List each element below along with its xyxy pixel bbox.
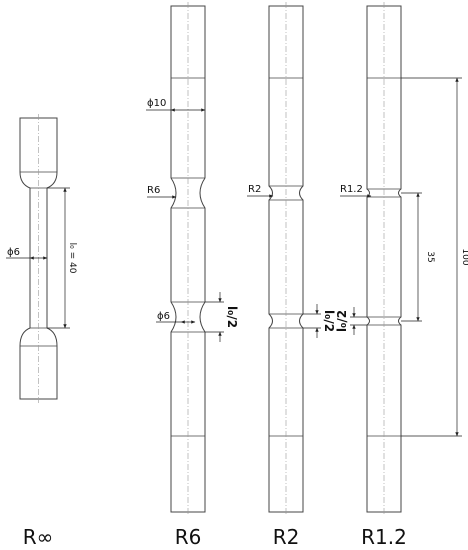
r6-radius-label: R6	[147, 185, 160, 196]
r6-diameter6-label: ϕ6	[157, 311, 170, 322]
r12-dim-100-label: 100	[460, 248, 468, 265]
r12-half-gauge-label: l₀/2	[335, 310, 349, 332]
specimen-r6: ϕ10 R6 ϕ6 l₀/2	[146, 2, 239, 516]
caption-r12: R1.2	[361, 525, 407, 549]
r2-radius-label: R2	[248, 184, 261, 195]
caption-r2: R2	[273, 525, 300, 549]
specimen-r2: R2 l₀/2	[247, 2, 336, 516]
caption-rinf: R∞	[23, 525, 54, 549]
specimen-rinf: ϕ6 l₀ = 40	[6, 114, 77, 403]
specimen-r12: R1.2 l₀/2 35 100	[335, 2, 468, 516]
r12-radius-label: R1.2	[340, 184, 363, 195]
r12-dim-35-label: 35	[425, 251, 435, 262]
r6-diameter10-label: ϕ10	[147, 98, 166, 109]
rinf-diameter-label: ϕ6	[7, 247, 20, 258]
r2-half-gauge-label: l₀/2	[322, 310, 336, 332]
r6-half-gauge-label: l₀/2	[225, 306, 239, 328]
rinf-gauge-length-label: l₀ = 40	[67, 243, 77, 274]
caption-r6: R6	[175, 525, 202, 549]
